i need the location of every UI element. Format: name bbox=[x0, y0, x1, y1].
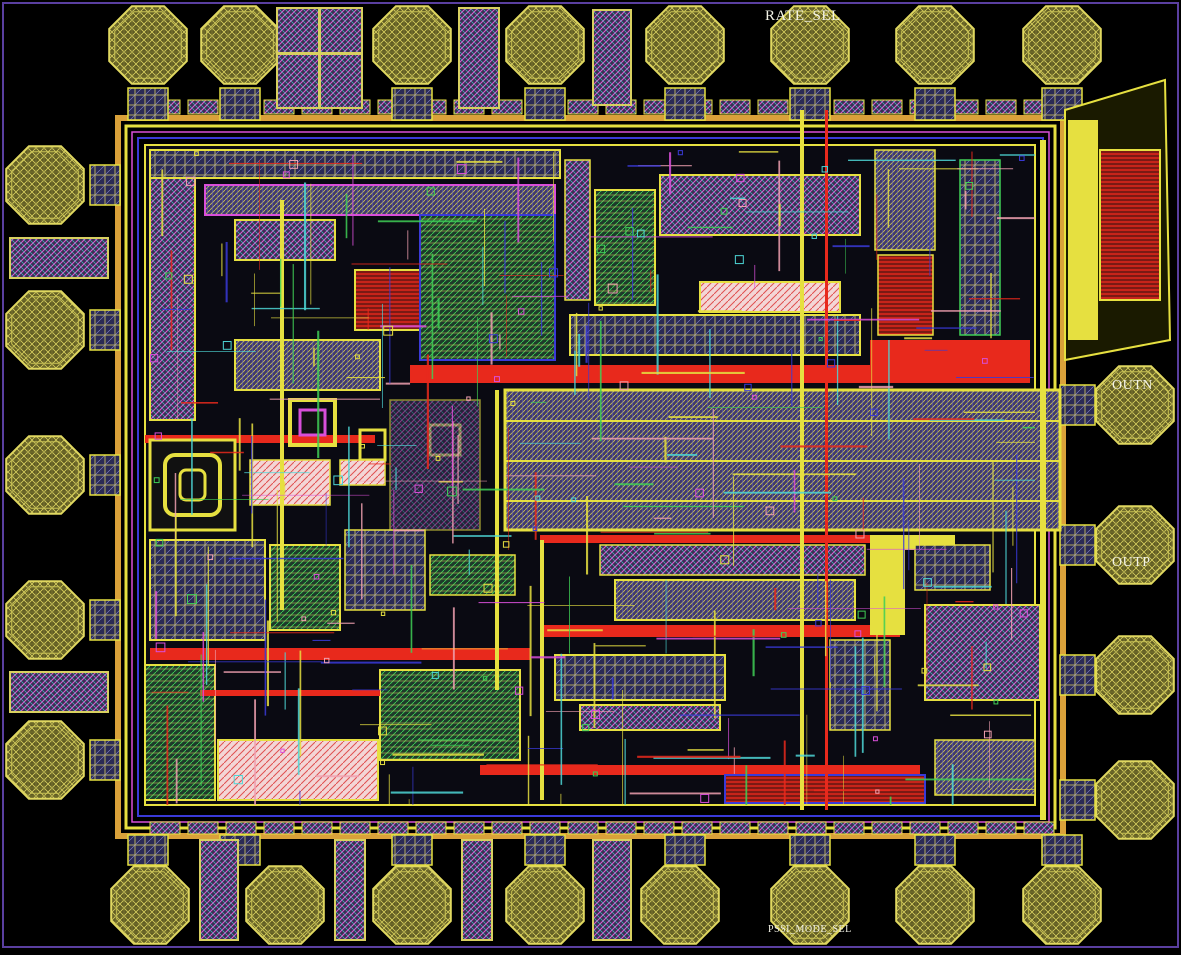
bond-pad bbox=[5, 145, 85, 225]
bond-pad bbox=[1095, 365, 1175, 445]
pad-label-mode-sel: PSSI_MODE_SEL bbox=[768, 924, 852, 935]
bond-pad bbox=[5, 720, 85, 800]
core-blocks bbox=[144, 78, 1172, 820]
bond-pad bbox=[1095, 760, 1175, 840]
pad-label-rate-sel: RATE_SEL bbox=[765, 8, 841, 24]
bond-pad bbox=[1022, 865, 1102, 945]
pad-label-outp: OUTP bbox=[1112, 555, 1151, 570]
esd-cells-bottom bbox=[149, 821, 1055, 835]
bond-pad bbox=[640, 865, 720, 945]
bond-pads bbox=[5, 5, 1175, 945]
bond-pad bbox=[770, 865, 850, 945]
bond-pad bbox=[1095, 505, 1175, 585]
bond-pad bbox=[5, 290, 85, 370]
bond-pad bbox=[110, 865, 190, 945]
bond-pad bbox=[245, 865, 325, 945]
bond-pad bbox=[372, 5, 452, 85]
pad-label-outn: OUTN bbox=[1112, 378, 1153, 393]
pad-stubs bbox=[89, 87, 1096, 866]
bond-pad bbox=[645, 5, 725, 85]
bond-pad bbox=[505, 865, 585, 945]
bond-pad bbox=[770, 5, 850, 85]
bond-pad bbox=[505, 5, 585, 85]
bond-pad bbox=[372, 865, 452, 945]
metal-routing bbox=[149, 150, 1035, 805]
bond-pad bbox=[5, 435, 85, 515]
bond-pad bbox=[108, 5, 188, 85]
bond-pad bbox=[1022, 5, 1102, 85]
decap-blocks-top bbox=[9, 7, 632, 941]
bond-pad bbox=[895, 5, 975, 85]
bond-pad bbox=[895, 865, 975, 945]
bond-pad bbox=[200, 5, 280, 85]
bond-pad bbox=[5, 580, 85, 660]
bond-pad bbox=[1095, 635, 1175, 715]
